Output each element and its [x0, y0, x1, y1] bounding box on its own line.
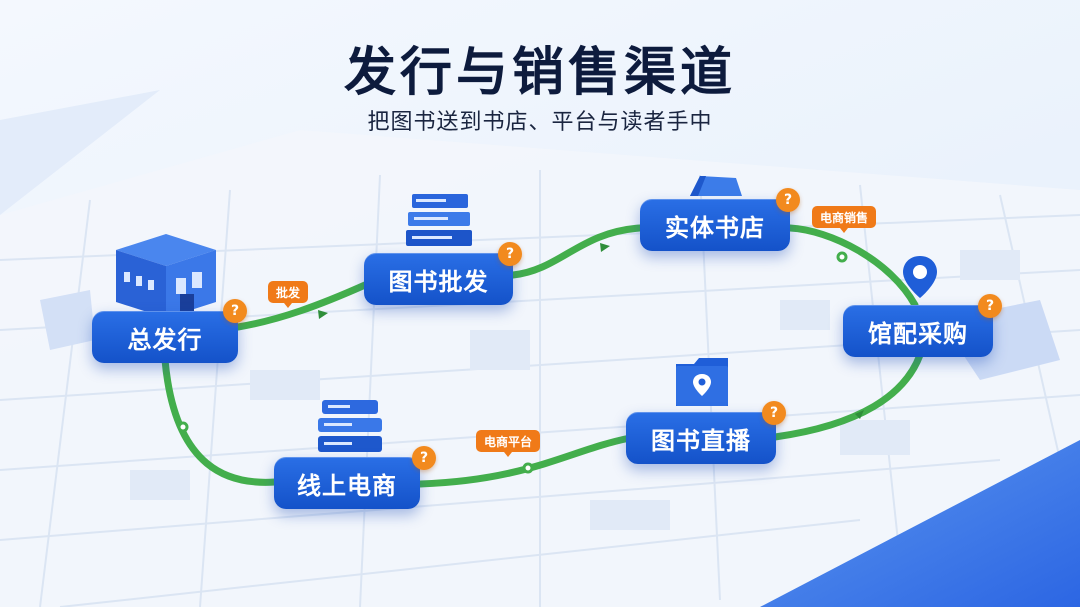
node-wholesale[interactable]: 图书批发	[364, 253, 513, 305]
books-stack-icon	[406, 194, 472, 246]
help-badge-publisher[interactable]: ?	[223, 299, 247, 323]
map-pin-icon	[903, 256, 937, 298]
node-library[interactable]: 馆配采购	[843, 305, 993, 357]
node-livestream[interactable]: 图书直播	[626, 412, 776, 464]
help-badge-library[interactable]: ?	[978, 294, 1002, 318]
node-publisher[interactable]: 总发行	[92, 311, 238, 363]
roof-icon	[690, 176, 742, 196]
help-badge-wholesale[interactable]: ?	[498, 242, 522, 266]
node-bookstore[interactable]: 实体书店	[640, 199, 790, 251]
page-subtitle: 把图书送到书店、平台与读者手中	[367, 110, 713, 135]
help-badge-bookstore[interactable]: ?	[776, 188, 800, 212]
folder-location-icon	[676, 358, 728, 406]
page-title: 发行与销售渠道	[343, 43, 736, 103]
node-publisher-label: 总发行	[127, 325, 203, 354]
node-bookstore-label: 实体书店	[665, 213, 765, 242]
server-list-icon	[318, 400, 382, 452]
node-library-label: 馆配采购	[868, 319, 968, 348]
help-badge-livestream[interactable]: ?	[762, 401, 786, 425]
route-tag-wholesale: 批发	[268, 281, 309, 308]
node-wholesale-label: 图书批发	[388, 267, 489, 296]
node-ecommerce-label: 线上电商	[297, 471, 397, 500]
node-ecommerce[interactable]: 线上电商	[274, 457, 420, 509]
route-tag-bookstore-sales: 电商销售	[812, 206, 877, 233]
help-badge-ecommerce[interactable]: ?	[412, 446, 436, 470]
route-tag-ecommerce-platform: 电商平台	[476, 430, 541, 457]
node-livestream-label: 图书直播	[651, 426, 751, 455]
building-icon	[116, 234, 216, 318]
